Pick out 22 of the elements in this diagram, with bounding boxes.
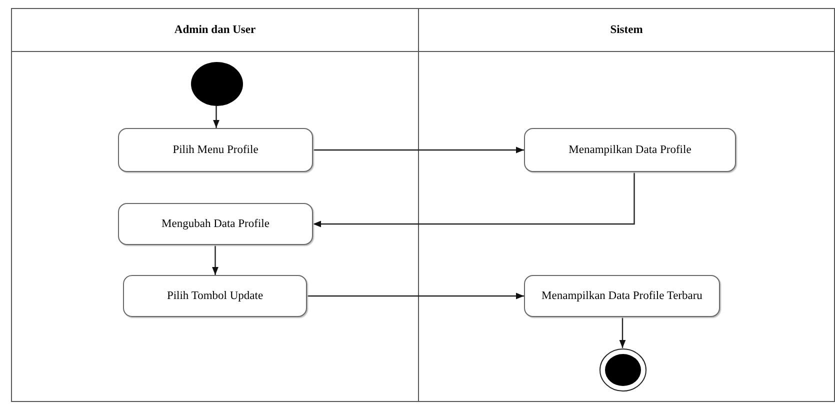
arrow [307, 292, 524, 300]
activity-label: Menampilkan Data Profile [568, 142, 692, 158]
activity-label: Pilih Menu Profile [172, 142, 258, 158]
activity-label: Pilih Tombol Update [166, 288, 264, 304]
activity-box [524, 275, 720, 317]
activity-box [524, 128, 736, 172]
activity-box [118, 203, 313, 245]
final-node [599, 348, 647, 392]
swimlane [11, 8, 419, 402]
arrow [313, 172, 635, 228]
activity-box [118, 128, 313, 172]
activity-label: Menampilkan Data Profile Terbaru [542, 288, 702, 304]
activity-box [123, 275, 307, 317]
lane-title: Sistem [610, 24, 643, 36]
arrow [619, 317, 626, 348]
lane-title: Admin dan User [174, 24, 256, 36]
arrow [212, 245, 218, 275]
swimlane [418, 8, 835, 402]
arrow [313, 146, 524, 154]
arrow [213, 106, 220, 128]
initial-node [191, 62, 243, 106]
activity-label: Mengubah Data Profile [162, 216, 270, 232]
